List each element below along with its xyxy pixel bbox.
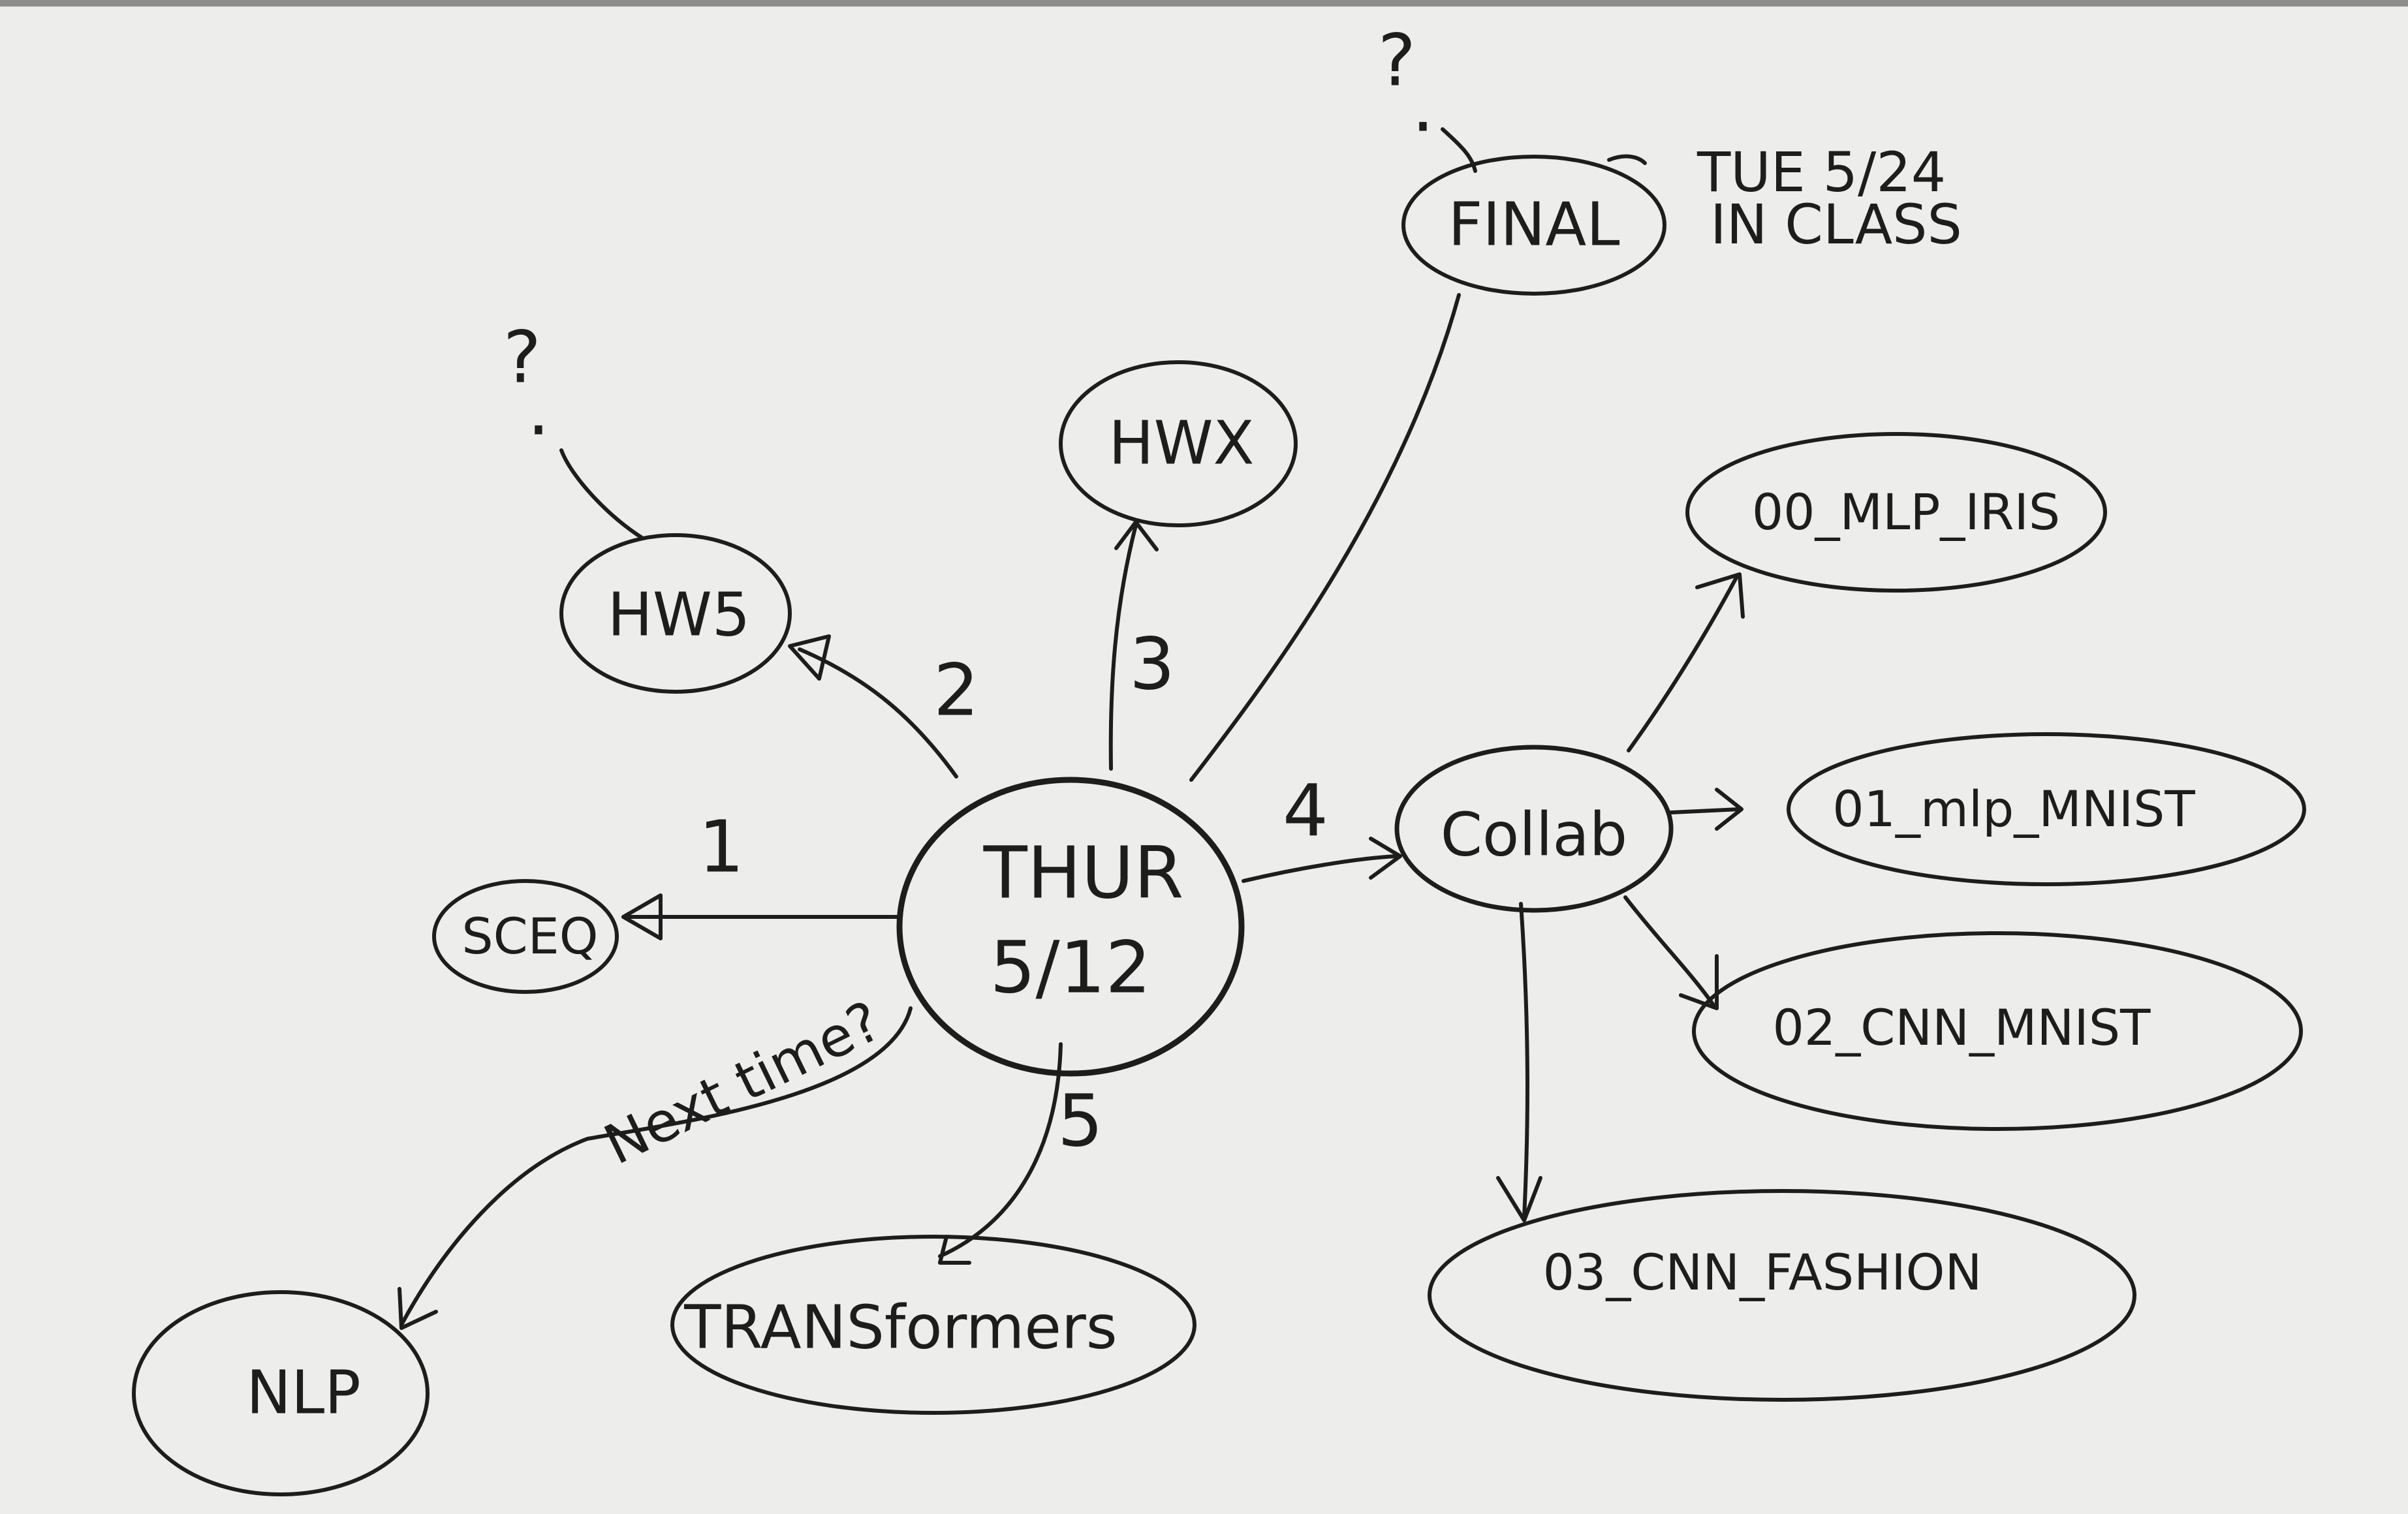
step-number-2: 2	[933, 648, 979, 732]
sceq-node-label: SCEQ	[461, 907, 598, 965]
final-question-mark: ?	[1378, 18, 1416, 102]
mlp-mnist-node-outline	[1787, 732, 2306, 886]
arrowhead-nlp	[398, 1287, 438, 1330]
final-question-dot: .	[1412, 64, 1435, 147]
arrowhead-sceq	[621, 893, 663, 940]
edge-center-to-transformers	[938, 1042, 1063, 1258]
nlp-node-label: NLP	[246, 1357, 361, 1427]
hwx-node-label: HWX	[1108, 408, 1254, 478]
edge-final-tail	[1607, 154, 1647, 165]
final-node-outline	[1401, 155, 1666, 296]
hw5-node-label: HW5	[608, 579, 751, 649]
edge-collab-to-cnn-mnist	[1623, 895, 1715, 1007]
hw5-question-dot: .	[527, 367, 550, 451]
arrowhead-mlp-iris	[1695, 572, 1745, 619]
hw5-question-mark: ?	[503, 315, 541, 399]
collab-node-label: Collab	[1441, 799, 1627, 869]
mlp-iris-node-outline	[1685, 432, 2107, 593]
edge-collab-to-cnn-fashion	[1519, 902, 1529, 1219]
cnn-fashion-node-outline	[1428, 1189, 2136, 1402]
final-date-note-line1: TUE 5/24	[1697, 140, 1946, 204]
hwx-node-outline	[1059, 360, 1298, 527]
transformers-node-outline	[670, 1235, 1196, 1415]
hw5-node-outline	[559, 533, 792, 694]
cnn-mnist-node-outline	[1692, 931, 2303, 1131]
arrowhead-collab	[1369, 837, 1402, 880]
step-number-3: 3	[1129, 622, 1175, 705]
step-number-1: 1	[698, 805, 744, 888]
transformers-node-label: TRANSformers	[683, 1292, 1117, 1362]
edge-center-to-nlp	[399, 1006, 913, 1327]
step-number-5: 5	[1057, 1079, 1103, 1162]
final-node-label: FINAL	[1448, 189, 1619, 259]
step-number-4: 4	[1283, 769, 1328, 852]
edge-center-to-collab	[1242, 854, 1399, 883]
paper-top-edge	[0, 0, 2408, 7]
nlp-node-outline	[132, 1290, 430, 1496]
arrowhead-cnn-mnist	[1679, 954, 1719, 1010]
center-node-line1: THUR	[983, 831, 1184, 914]
sceq-node-outline	[432, 879, 619, 994]
arrowhead-hw5	[788, 634, 831, 681]
final-date-note-line2: IN CLASS	[1710, 193, 1962, 256]
arrowhead-mlp-mnist	[1715, 788, 1743, 831]
center-node-line2: 5/12	[990, 925, 1151, 1009]
arrowhead-hwx	[1114, 520, 1159, 551]
cnn-fashion-node-label: 03_CNN_FASHION	[1543, 1243, 1982, 1301]
edge-center-to-hwx	[1108, 523, 1138, 771]
edge-collab-to-mlp-mnist	[1669, 807, 1742, 814]
edge-hw5-question	[559, 448, 645, 540]
arrowhead-cnn-fashion	[1496, 1176, 1542, 1222]
mlp-mnist-node-label: 01_mlp_MNIST	[1832, 780, 2195, 838]
mlp-iris-node-label: 00_MLP_IRIS	[1752, 483, 2060, 541]
collab-node-outline	[1394, 745, 1674, 913]
center-node-outline	[896, 777, 1245, 1077]
edge-final-question	[1441, 127, 1477, 173]
cnn-mnist-node-label: 02_CNN_MNIST	[1773, 998, 2151, 1057]
arrowhead-transformers	[938, 1235, 971, 1265]
edge-collab-to-mlp-iris	[1627, 576, 1738, 752]
edge-center-to-final	[1189, 293, 1461, 782]
